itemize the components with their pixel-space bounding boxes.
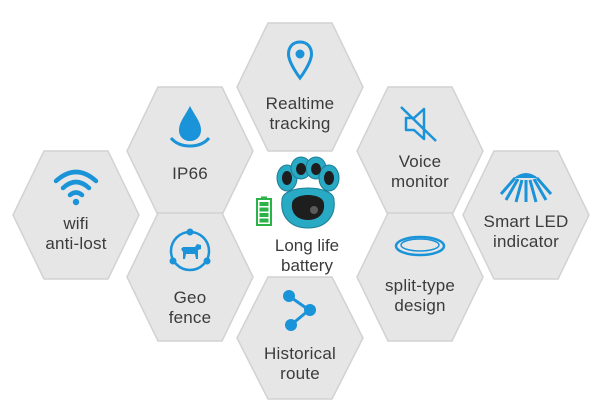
ip66-label: IP66 [172, 164, 208, 183]
paw-tracker-device [276, 156, 340, 229]
route-share-icon [283, 290, 316, 331]
hex-geo-fence: Geo fence [126, 212, 254, 342]
map-pin-icon [287, 40, 313, 81]
led-light-icon [500, 173, 552, 203]
hex-wifi-anti-lost: wifi anti-lost [12, 150, 140, 280]
hex-voice-monitor: Voice monitor [356, 86, 484, 216]
geofence-dog-icon [169, 228, 211, 272]
wifi-label-2: anti-lost [45, 234, 107, 253]
hex-split-type-design: split-type design [356, 212, 484, 342]
wifi-icon [53, 169, 99, 206]
hex-ip66: IP66 [126, 86, 254, 216]
battery-label-2: battery [281, 256, 333, 275]
smart-led-label-1: Smart LED [483, 212, 569, 231]
smart-led-label-2: indicator [492, 232, 560, 251]
battery-label-1: Long life [274, 236, 340, 255]
geo-fence-label-1: Geo [173, 288, 207, 307]
hex-historical-route: Historical route [236, 276, 364, 400]
realtime-tracking-label-2: tracking [269, 114, 331, 133]
ring-icon [394, 235, 446, 257]
speaker-muted-icon [400, 106, 437, 142]
geo-fence-label-2: fence [168, 308, 212, 327]
water-drop-icon [169, 106, 211, 148]
split-type-label-2: design [394, 296, 446, 315]
battery-icon [256, 196, 272, 226]
voice-monitor-label-2: monitor [390, 172, 450, 191]
voice-monitor-label-1: Voice [398, 152, 442, 171]
wifi-label-1: wifi [63, 214, 89, 233]
hex-smart-led: Smart LED indicator [462, 150, 590, 280]
hex-realtime-tracking: Realtime tracking [236, 22, 364, 152]
split-type-label-1: split-type [384, 276, 456, 295]
historical-route-label-1: Historical [264, 344, 336, 363]
realtime-tracking-label-1: Realtime [265, 94, 335, 113]
historical-route-label-2: route [280, 364, 320, 383]
